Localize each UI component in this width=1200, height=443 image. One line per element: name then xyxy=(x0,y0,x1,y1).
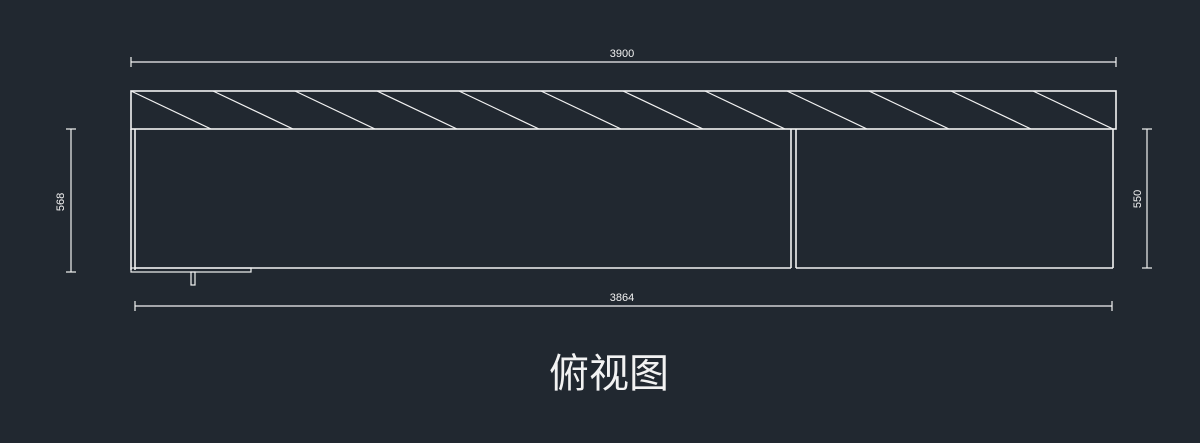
dimension-top-overall: 3900 xyxy=(130,48,1117,67)
hatch-line xyxy=(950,90,1032,130)
cabinet-body xyxy=(130,129,1114,286)
dimension-label-base-width: 3864 xyxy=(610,292,634,304)
hatch-line xyxy=(130,90,212,130)
hatch-line xyxy=(376,90,458,130)
dimension-right-depth: 550 xyxy=(1132,128,1152,269)
dimension-label-right-depth: 550 xyxy=(1132,190,1144,208)
hatch-line xyxy=(868,90,950,130)
hatch-line xyxy=(622,90,704,130)
dimension-label-overall-width: 3900 xyxy=(610,48,634,60)
small-leg xyxy=(190,271,196,286)
dimension-label-left-depth: 568 xyxy=(55,193,67,211)
dimension-bottom-base: 3864 xyxy=(134,292,1113,311)
hatch-lines xyxy=(130,90,1114,130)
drawing-title: 俯视图 xyxy=(549,351,669,397)
dimension-left-depth: 568 xyxy=(55,128,76,273)
hatch-line xyxy=(294,90,376,130)
hatched-band xyxy=(130,90,1117,130)
hatch-line xyxy=(1032,90,1114,130)
hatch-line xyxy=(704,90,786,130)
hatch-line xyxy=(786,90,868,130)
hatched-band-outline xyxy=(130,90,1117,130)
hatch-line xyxy=(540,90,622,130)
hatch-line xyxy=(458,90,540,130)
hatch-line xyxy=(212,90,294,130)
